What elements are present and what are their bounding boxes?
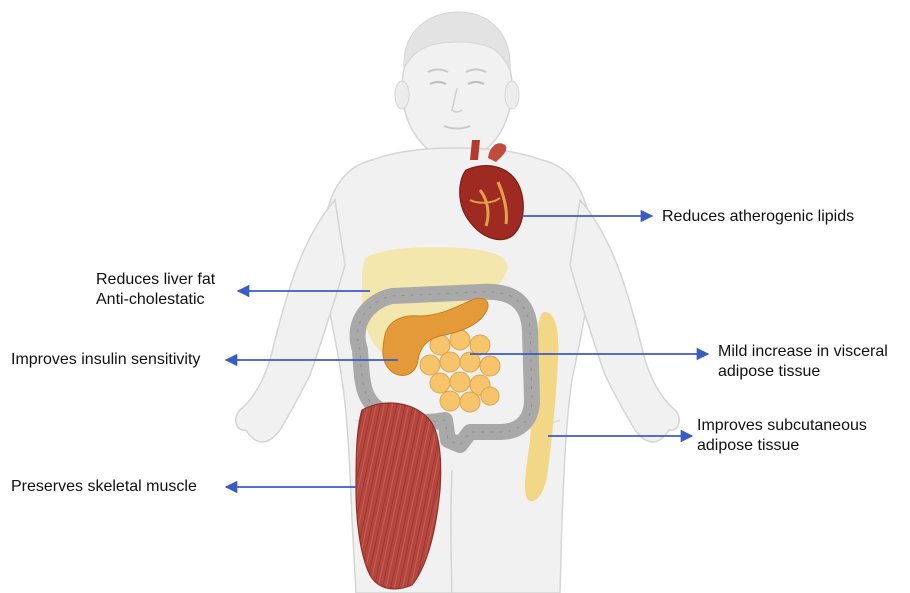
left-ear: [395, 81, 409, 109]
label-subcutaneous-line1: Improves subcutaneous: [697, 416, 867, 436]
label-subcutaneous: Improves subcutaneous adipose tissue: [697, 416, 867, 456]
right-arm: [570, 200, 679, 442]
label-liver-line1: Reduces liver fat: [96, 270, 215, 290]
label-visceral: Mild increase in visceral adipose tissue: [718, 342, 888, 382]
label-visceral-line1: Mild increase in visceral: [718, 342, 888, 362]
label-liver-line2: Anti-cholestatic: [96, 290, 215, 310]
left-arm: [236, 200, 345, 442]
label-visceral-line2: adipose tissue: [718, 362, 888, 382]
label-subcutaneous-line2: adipose tissue: [697, 436, 867, 456]
label-muscle-text: Preserves skeletal muscle: [11, 477, 197, 497]
label-heart: Reduces atherogenic lipids: [662, 207, 854, 227]
label-pancreas-text: Improves insulin sensitivity: [11, 350, 200, 370]
label-pancreas: Improves insulin sensitivity: [11, 350, 200, 370]
label-liver: Reduces liver fat Anti-cholestatic: [96, 270, 215, 310]
label-muscle: Preserves skeletal muscle: [11, 477, 197, 497]
label-heart-text: Reduces atherogenic lipids: [662, 207, 854, 227]
right-ear: [505, 81, 519, 109]
